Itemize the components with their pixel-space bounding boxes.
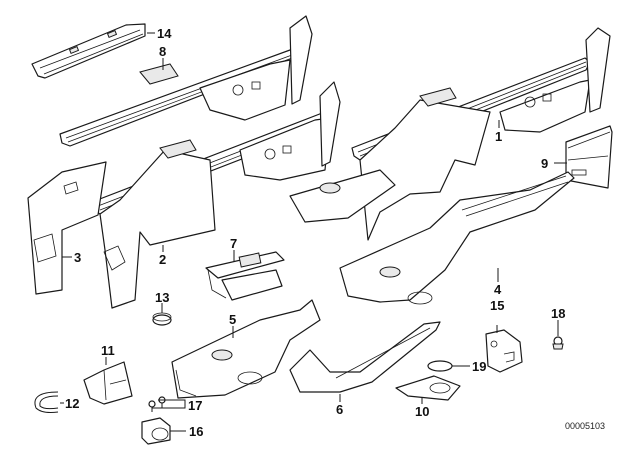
part-14-rail-cover[interactable] — [31, 23, 146, 79]
callout-12[interactable]: 12 — [65, 396, 79, 411]
callout-18[interactable]: 18 — [551, 306, 565, 321]
callout-5[interactable]: 5 — [229, 312, 236, 327]
part-19-blind-plug[interactable] — [427, 360, 453, 372]
part-18-nut[interactable] — [552, 336, 564, 350]
part-6-extension[interactable] — [289, 321, 441, 393]
part-2-wheel-arch-left[interactable] — [91, 81, 341, 309]
callouts: 14 8 1 9 3 2 7 4 5 13 11 12 17 16 15 18 … — [65, 26, 565, 439]
part-1-wheel-arch-right[interactable] — [351, 27, 611, 241]
part-3-wheel-arch-panel[interactable] — [27, 161, 107, 295]
part-7-bracket-plate[interactable] — [205, 251, 285, 301]
part-9-bracket[interactable] — [565, 125, 613, 189]
part-12-clip[interactable] — [34, 391, 59, 413]
callout-16[interactable]: 16 — [189, 424, 203, 439]
part-10-mounting-plate[interactable] — [395, 375, 461, 401]
callout-15[interactable]: 15 — [490, 298, 504, 313]
callout-9[interactable]: 9 — [541, 156, 548, 171]
callout-3[interactable]: 3 — [74, 250, 81, 265]
callout-6[interactable]: 6 — [336, 402, 343, 417]
part-4-front-member-right[interactable] — [289, 169, 575, 305]
part-15-hook-bracket[interactable] — [485, 329, 523, 373]
callout-8[interactable]: 8 — [159, 44, 166, 59]
part-5-front-member-left[interactable] — [171, 299, 321, 399]
diagram-reference-number: 00005103 — [565, 421, 605, 431]
callout-7[interactable]: 7 — [230, 236, 237, 251]
part-16-rubber-mount[interactable] — [141, 417, 171, 445]
callout-4[interactable]: 4 — [494, 282, 502, 297]
callout-2[interactable]: 2 — [159, 252, 166, 267]
part-13-plug[interactable] — [152, 312, 172, 326]
part-8-upper-rail[interactable] — [59, 15, 313, 147]
callout-1[interactable]: 1 — [495, 129, 502, 144]
part-17-screws[interactable] — [148, 396, 166, 412]
part-11-support-bracket[interactable] — [83, 361, 133, 405]
callout-10[interactable]: 10 — [415, 404, 429, 419]
callout-11[interactable]: 11 — [101, 343, 115, 358]
leader-lines — [60, 32, 567, 432]
callout-17[interactable]: 17 — [188, 398, 202, 413]
callout-14[interactable]: 14 — [157, 26, 172, 41]
callout-13[interactable]: 13 — [155, 290, 169, 305]
callout-19[interactable]: 19 — [472, 359, 486, 374]
